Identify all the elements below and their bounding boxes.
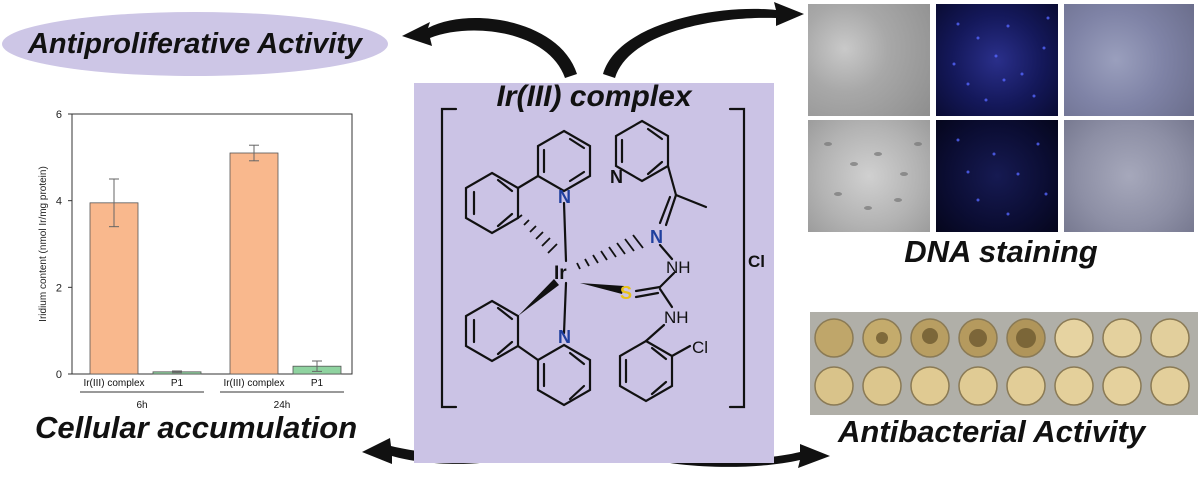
y-tick-label: 6 xyxy=(56,109,62,121)
antiproliferative-ellipse xyxy=(2,12,388,76)
dna-staining-panels xyxy=(808,4,1194,232)
bar-6h-complex xyxy=(89,202,139,375)
microscopy-brightfield-control xyxy=(808,4,930,116)
plot-frame xyxy=(71,113,353,375)
atom-n-ligand-pyridine: N xyxy=(610,167,623,187)
arrow-top-left xyxy=(402,18,577,78)
category-label: P1 xyxy=(311,378,324,389)
complex-box xyxy=(414,83,774,463)
y-tick-label: 4 xyxy=(56,196,62,208)
bar-24h-complex xyxy=(229,152,279,375)
microscopy-dapi-treated xyxy=(936,120,1058,232)
microscopy-brightfield-treated xyxy=(808,120,930,232)
y-tick-label: 2 xyxy=(56,282,62,294)
antiproliferative-label: Antiproliferative Activity xyxy=(27,27,363,60)
complex-title: Ir(III) complex xyxy=(496,80,692,113)
hashed-bonds xyxy=(517,214,644,270)
antibacterial-label: Antibacterial Activity xyxy=(838,414,1146,449)
group-nh-lower: NH xyxy=(664,308,689,327)
arrow-top-right xyxy=(603,2,804,78)
iridium-complex-structure: N Ir N N N NH S NH Cl Cl xyxy=(440,107,765,409)
cellular-accumulation-label: Cellular accumulation xyxy=(35,410,358,445)
wedge-bond-lower xyxy=(518,279,559,316)
y-axis-label: Iridium content (nmol Ir/mg protein) xyxy=(38,166,49,322)
lower-pyridine-ring xyxy=(536,343,592,407)
category-label: Ir(III) complex xyxy=(83,378,144,389)
group-label: 24h xyxy=(274,400,291,411)
atom-n-upper: N xyxy=(558,187,571,207)
wedge-bond-sulfur xyxy=(580,283,624,294)
right-bracket xyxy=(728,107,746,409)
counter-ion-cl: Cl xyxy=(748,252,765,271)
microscopy-dapi-control xyxy=(936,4,1058,116)
category-label: P1 xyxy=(171,378,184,389)
ligand-pyridine-ring xyxy=(614,119,670,183)
group-cl: Cl xyxy=(692,338,708,357)
atom-ir: Ir xyxy=(554,263,567,284)
atom-s: S xyxy=(620,283,632,303)
upper-pyridine-ring xyxy=(536,129,592,193)
microscopy-cell-dots xyxy=(824,16,1050,216)
atom-n-lower: N xyxy=(558,327,571,347)
y-tick-label: 0 xyxy=(56,369,62,381)
category-label: Ir(III) complex xyxy=(223,378,284,389)
group-nh-upper: NH xyxy=(666,258,691,277)
dna-staining-label: DNA staining xyxy=(904,234,1098,269)
group-label: 6h xyxy=(136,400,147,411)
chlorophenyl-ring xyxy=(618,339,674,403)
atom-n-imine: N xyxy=(650,227,663,247)
microscopy-merge-control xyxy=(1064,4,1194,116)
well-plate-wells xyxy=(814,318,1190,406)
microscopy-merge-treated xyxy=(1064,120,1194,232)
antibacterial-plate xyxy=(810,312,1198,415)
left-bracket xyxy=(440,107,458,409)
